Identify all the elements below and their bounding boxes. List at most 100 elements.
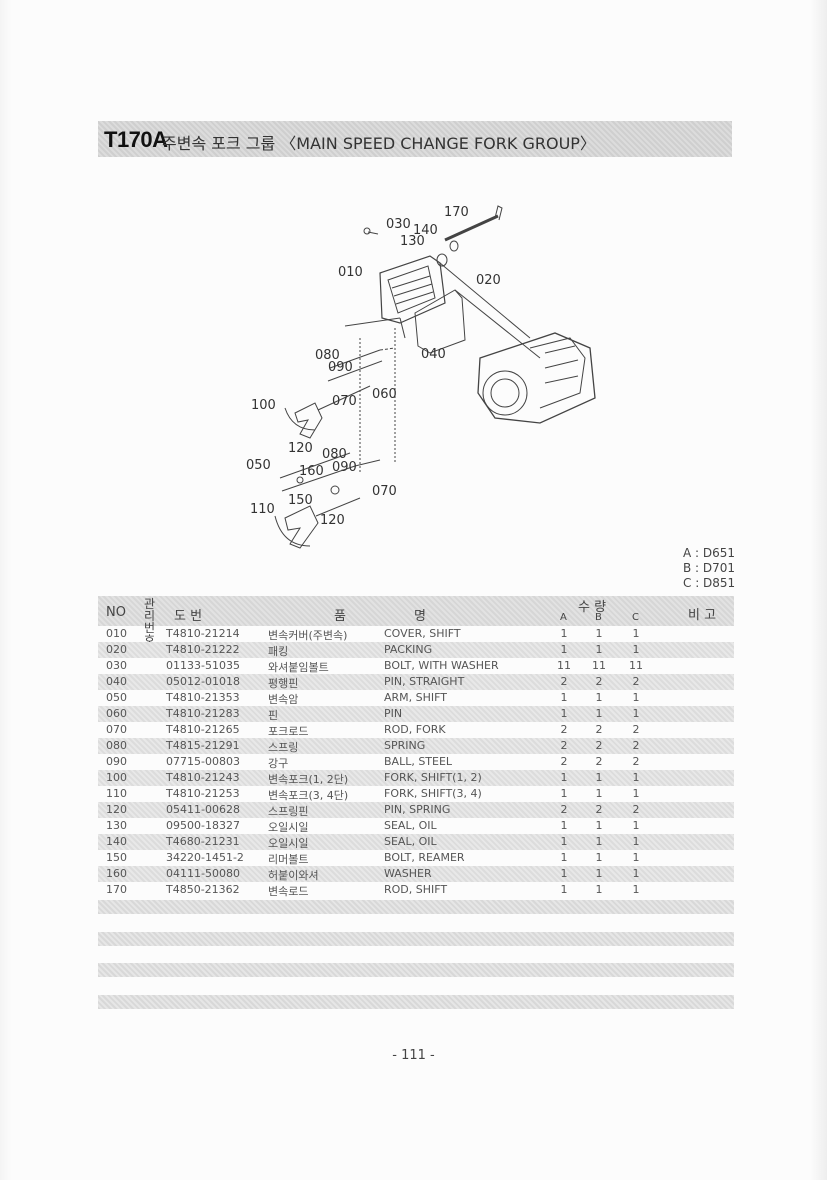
page-number: - 111 - bbox=[392, 1048, 435, 1063]
blank-row bbox=[98, 963, 734, 977]
qty-c: 1 bbox=[632, 787, 640, 800]
header-name-2: 명 bbox=[414, 609, 426, 624]
english-name: WASHER bbox=[384, 867, 432, 880]
row-no: 010 bbox=[106, 627, 127, 640]
part-number: T4680-21231 bbox=[166, 835, 240, 848]
blank-row bbox=[98, 900, 734, 914]
english-name: PIN, STRAIGHT bbox=[384, 675, 465, 688]
callout-090: 090 bbox=[328, 360, 353, 375]
english-name: SEAL, OIL bbox=[384, 835, 437, 848]
callout-090b: 090 bbox=[332, 460, 357, 475]
callout-030: 030 bbox=[386, 217, 411, 232]
part-number: 01133-51035 bbox=[166, 659, 240, 672]
qty-c: 1 bbox=[632, 643, 640, 656]
row-no: 140 bbox=[106, 835, 127, 848]
qty-b: 1 bbox=[595, 627, 603, 640]
qty-c: 1 bbox=[632, 819, 640, 832]
english-name: FORK, SHIFT(1, 2) bbox=[384, 771, 482, 784]
header-name-1: 품 bbox=[334, 609, 346, 624]
qty-b: 2 bbox=[595, 723, 603, 736]
qty-c: 2 bbox=[632, 803, 640, 816]
korean-name: 오일시일 bbox=[268, 821, 309, 834]
korean-name: 변속포크(1, 2단) bbox=[268, 773, 349, 786]
callout-010: 010 bbox=[338, 265, 363, 280]
korean-name: 변속커버(주변속) bbox=[268, 629, 348, 642]
qty-b: 2 bbox=[595, 675, 603, 688]
qty-c: 1 bbox=[632, 883, 640, 896]
part-number: 07715-00803 bbox=[166, 755, 240, 768]
english-name: ARM, SHIFT bbox=[384, 691, 448, 704]
qty-c: 1 bbox=[632, 691, 640, 704]
english-name: ROD, FORK bbox=[384, 723, 446, 736]
korean-name: 와셔붙임볼트 bbox=[268, 661, 329, 674]
part-number: T4815-21291 bbox=[166, 739, 240, 752]
qty-a: 1 bbox=[560, 771, 568, 784]
callout-120: 120 bbox=[288, 441, 313, 456]
header-qty-c: C bbox=[632, 612, 639, 623]
qty-c: 2 bbox=[632, 755, 640, 768]
korean-name: 허붙이와셔 bbox=[268, 869, 319, 882]
part-number: T4810-21265 bbox=[166, 723, 240, 736]
qty-b: 2 bbox=[595, 755, 603, 768]
part-number: 09500-18327 bbox=[166, 819, 240, 832]
korean-name: 변속로드 bbox=[268, 885, 309, 898]
english-name: ROD, SHIFT bbox=[384, 883, 448, 896]
row-no: 170 bbox=[106, 883, 127, 896]
qty-b: 1 bbox=[595, 691, 603, 704]
qty-a: 2 bbox=[560, 723, 568, 736]
header-remarks: 비 고 bbox=[688, 608, 717, 623]
part-number: T4810-21283 bbox=[166, 707, 240, 720]
qty-a: 2 bbox=[560, 803, 568, 816]
callout-100: 100 bbox=[251, 398, 276, 413]
korean-name: 강구 bbox=[268, 757, 289, 770]
korean-name: 스프링 bbox=[268, 741, 299, 754]
qty-b: 1 bbox=[595, 867, 603, 880]
qty-c: 1 bbox=[632, 627, 640, 640]
qty-b: 11 bbox=[592, 659, 606, 672]
callout-050: 050 bbox=[246, 458, 271, 473]
qty-a: 1 bbox=[560, 867, 568, 880]
qty-a: 2 bbox=[560, 755, 568, 768]
row-no: 050 bbox=[106, 691, 127, 704]
qty-c: 1 bbox=[632, 771, 640, 784]
english-name: BOLT, REAMER bbox=[384, 851, 465, 864]
callout-170: 170 bbox=[444, 205, 469, 220]
page-title: 주변속 포크 그룹 〈MAIN SPEED CHANGE FORK GROUP〉 bbox=[162, 134, 596, 153]
row-no: 020 bbox=[106, 643, 127, 656]
english-name: PIN bbox=[384, 707, 403, 720]
part-number: 05012-01018 bbox=[166, 675, 240, 688]
blank-row bbox=[98, 932, 734, 946]
qty-c: 1 bbox=[632, 835, 640, 848]
callout-060: 060 bbox=[372, 387, 397, 402]
model-c: C : D851 bbox=[683, 576, 736, 590]
model-b: B : D701 bbox=[683, 561, 736, 575]
part-number: T4810-21353 bbox=[166, 691, 240, 704]
qty-b: 2 bbox=[595, 739, 603, 752]
row-no: 030 bbox=[106, 659, 127, 672]
qty-a: 1 bbox=[560, 883, 568, 896]
row-no: 150 bbox=[106, 851, 127, 864]
korean-name: 핀 bbox=[268, 709, 279, 722]
callout-020: 020 bbox=[476, 273, 501, 288]
blank-row bbox=[98, 995, 734, 1009]
model-legend: A : D651 B : D701 C : D851 bbox=[683, 546, 735, 591]
model-a: A : D651 bbox=[683, 546, 736, 560]
row-no: 160 bbox=[106, 867, 127, 880]
qty-a: 1 bbox=[560, 819, 568, 832]
qty-b: 1 bbox=[595, 819, 603, 832]
english-name: BALL, STEEL bbox=[384, 755, 453, 768]
part-number: 05411-00628 bbox=[166, 803, 240, 816]
part-number: T4810-21243 bbox=[166, 771, 240, 784]
